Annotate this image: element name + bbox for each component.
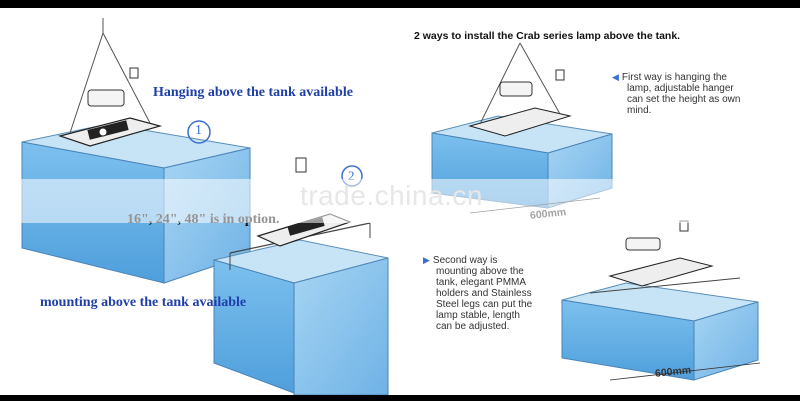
watermark-text: trade.china.cn — [300, 180, 483, 211]
tank-mounting-large — [212, 157, 389, 395]
first-way-note: ◀First way is hanging the lamp, adjustab… — [612, 72, 741, 116]
step-one-number: 1 — [195, 123, 202, 138]
step-two-number: 2 — [348, 168, 355, 183]
step-one-circle — [187, 120, 211, 144]
hanging-label: Hanging above the tank available — [153, 85, 353, 100]
tank-mounting-small — [561, 220, 761, 381]
product-diagram-panel: 2 ways to install the Crab series lamp a… — [0, 8, 800, 395]
mounting-label: mounting above the tank available — [40, 295, 247, 310]
page-title: 2 ways to install the Crab series lamp a… — [414, 30, 681, 42]
tank-hanging-large — [21, 18, 251, 284]
bullet-icon: ▶ — [423, 255, 430, 265]
watermark-band — [0, 179, 800, 223]
bullet-icon: ◀ — [612, 72, 619, 82]
second-way-note: ▶Second way is mounting above the tank, … — [423, 255, 533, 332]
